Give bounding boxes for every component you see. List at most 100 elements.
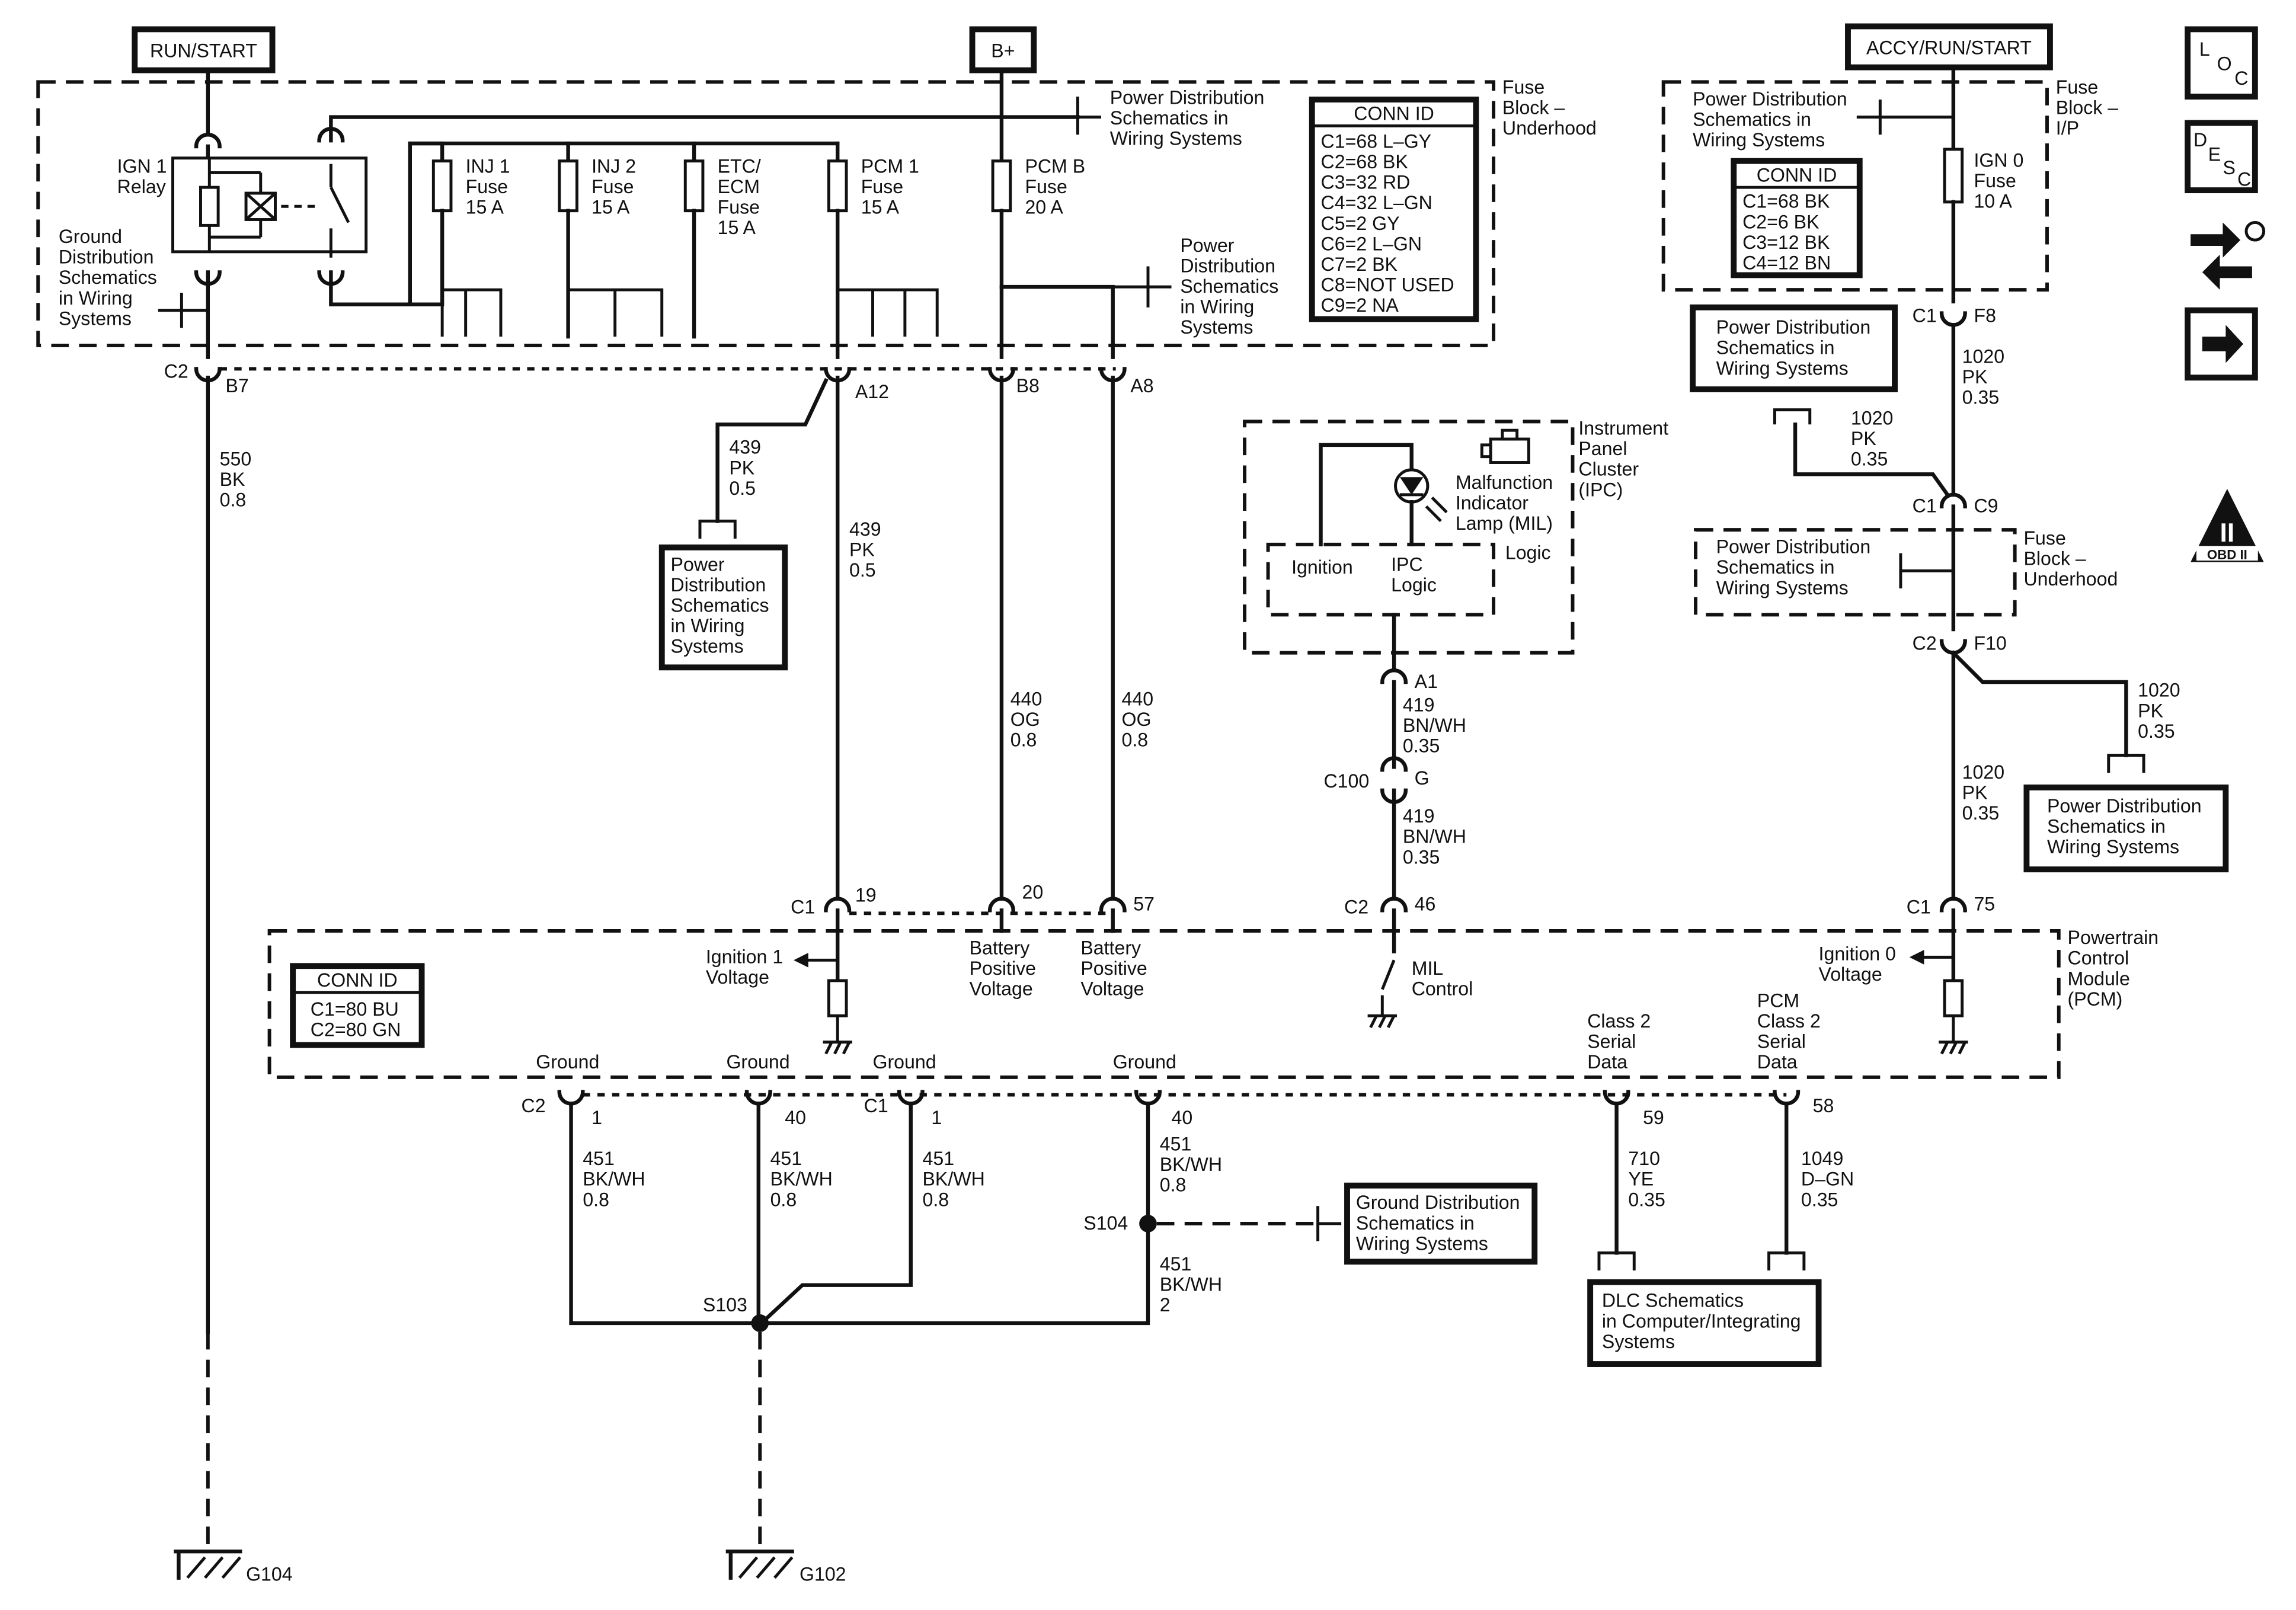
- svg-text:0.35: 0.35: [1403, 846, 1440, 868]
- svg-text:0.35: 0.35: [1962, 387, 2000, 408]
- underhood-conn-id-title: CONN ID: [1354, 103, 1434, 124]
- conn-row-4: C4=32 L–GN: [1321, 192, 1432, 213]
- ground-g102: G102: [725, 1549, 846, 1585]
- svg-text:Data: Data: [1587, 1051, 1627, 1073]
- svg-text:0.35: 0.35: [1628, 1189, 1665, 1210]
- svg-text:C1: C1: [1907, 896, 1931, 917]
- svg-text:75: 75: [1974, 893, 1995, 914]
- conn-row-3: C3=32 RD: [1321, 172, 1411, 193]
- svg-text:Systems: Systems: [1602, 1331, 1675, 1352]
- wrench-arrows-icon[interactable]: [2191, 220, 2266, 290]
- svg-text:1: 1: [591, 1107, 602, 1128]
- svg-text:Panel: Panel: [1578, 438, 1627, 459]
- w1020-bottom-label: 1020 PK 0.35: [1962, 761, 2004, 824]
- accy-run-start-source: ACCY/RUN/START: [1845, 23, 2053, 71]
- next-arrow-icon[interactable]: [2185, 307, 2258, 381]
- fuse-etc-1: ETC/: [718, 155, 761, 177]
- svg-text:Control: Control: [2068, 948, 2129, 969]
- pin-a12: A12: [855, 381, 889, 402]
- fuse-pcmb-2: Fuse: [1025, 176, 1067, 197]
- svg-text:451: 451: [1160, 1253, 1192, 1275]
- pcm-conn-id-table: CONN ID C1=80 BU C2=80 GN: [290, 963, 425, 1048]
- svg-text:Voltage: Voltage: [1819, 964, 1882, 985]
- fuse-inj2: INJ 2 Fuse 15 A: [558, 141, 664, 339]
- svg-text:Power Distribution: Power Distribution: [2047, 795, 2202, 817]
- svg-text:40: 40: [1172, 1107, 1193, 1128]
- svg-text:Powertrain: Powertrain: [2068, 927, 2159, 948]
- s103-label: S103: [703, 1294, 747, 1315]
- power-dist-right-2: Distribution: [1180, 255, 1275, 276]
- s104-label: S104: [1083, 1212, 1128, 1234]
- svg-text:419: 419: [1403, 694, 1435, 715]
- relay-coil: [199, 185, 220, 227]
- svg-text:Battery: Battery: [970, 937, 1030, 958]
- svg-text:0.35: 0.35: [1851, 448, 1888, 469]
- svg-text:0.35: 0.35: [1801, 1189, 1838, 1210]
- svg-text:Logic: Logic: [1391, 574, 1437, 596]
- loc-icon[interactable]: L O C: [2185, 26, 2258, 100]
- run-start-label: RUN/START: [150, 40, 257, 61]
- pin-a8: A8: [1130, 375, 1153, 396]
- power-dist-right-1: Power: [1180, 235, 1234, 256]
- svg-text:PK: PK: [849, 539, 875, 561]
- svg-text:MIL: MIL: [1412, 958, 1444, 979]
- fuse-pcm1-2: Fuse: [861, 176, 903, 197]
- svg-text:Ground: Ground: [873, 1051, 936, 1073]
- ipc-pin-a1: A1: [1415, 671, 1438, 692]
- svg-text:Fuse: Fuse: [2056, 76, 2098, 98]
- ground-dist-5: Systems: [59, 308, 132, 329]
- svg-text:46: 46: [1415, 893, 1436, 914]
- svg-text:57: 57: [1133, 893, 1155, 914]
- svg-text:(PCM): (PCM): [2068, 988, 2123, 1010]
- svg-text:Power Distribution: Power Distribution: [1716, 316, 1871, 338]
- svg-text:1020: 1020: [1962, 346, 2004, 367]
- svg-text:S: S: [2223, 157, 2235, 178]
- svg-text:BK/WH: BK/WH: [1160, 1154, 1222, 1175]
- fuse-pcmb-1: PCM B: [1025, 155, 1085, 177]
- fuse-inj1: INJ 1 Fuse 15 A: [431, 141, 510, 337]
- ground-g104: G104: [174, 1549, 293, 1585]
- svg-text:O: O: [2217, 53, 2232, 75]
- fuse-block-underhood-label-3: Underhood: [1502, 117, 1597, 139]
- svg-text:Ground Distribution: Ground Distribution: [1356, 1192, 1520, 1213]
- svg-text:0.8: 0.8: [220, 489, 247, 511]
- ground-dist-3: Schematics: [59, 267, 157, 288]
- svg-text:710: 710: [1628, 1148, 1660, 1169]
- desc-icon[interactable]: D E S C: [2185, 120, 2258, 194]
- conn-row-9: C9=2 NA: [1321, 295, 1399, 316]
- svg-text:PK: PK: [2138, 700, 2163, 721]
- w550-label: 550 BK 0.8: [220, 448, 252, 510]
- ipc-a1-terminal: [1380, 668, 1408, 684]
- w451-3-label: 451 BK/WH 0.8: [923, 1148, 985, 1210]
- ground-dist-s104-ref: Ground Distribution Schematics in Wiring…: [1344, 1182, 1538, 1265]
- svg-text:Schematics in: Schematics in: [1716, 337, 1835, 359]
- svg-text:Voltage: Voltage: [1080, 978, 1144, 1000]
- svg-text:Wiring Systems: Wiring Systems: [1693, 129, 1825, 151]
- svg-text:Ignition: Ignition: [1291, 556, 1353, 578]
- svg-text:Serial: Serial: [1587, 1031, 1636, 1052]
- svg-text:40: 40: [785, 1107, 806, 1128]
- svg-text:Fuse: Fuse: [2023, 527, 2065, 549]
- ground-dist-1: Ground: [59, 226, 122, 247]
- svg-text:C2=80 GN: C2=80 GN: [311, 1019, 401, 1041]
- g104-label: G104: [246, 1564, 293, 1585]
- svg-text:0.8: 0.8: [770, 1189, 797, 1210]
- svg-text:0.35: 0.35: [1962, 802, 2000, 824]
- fuse-inj2-1: INJ 2: [591, 155, 636, 177]
- w1020-branch-label: 1020 PK 0.35: [1851, 407, 1893, 469]
- svg-text:BK/WH: BK/WH: [770, 1169, 833, 1190]
- svg-text:C4=12 BN: C4=12 BN: [1742, 252, 1831, 273]
- svg-text:G: G: [1415, 767, 1430, 789]
- fuse-inj1-3: 15 A: [466, 197, 504, 218]
- w439-branch-label: 439 PK 0.5: [729, 437, 761, 499]
- svg-text:F8: F8: [1974, 305, 1996, 326]
- fuse-etc-4: 15 A: [718, 217, 756, 238]
- splice-s103: [751, 1314, 769, 1332]
- svg-text:10 A: 10 A: [1974, 191, 2012, 212]
- relay-top-terminal: [194, 133, 222, 149]
- ipc-logic-box: Logic Ignition IPC Logic: [1266, 542, 1551, 617]
- fuse-pcm-b: PCM B Fuse 20 A: [991, 68, 1172, 359]
- power-dist-top-2: Schematics in: [1110, 107, 1229, 129]
- svg-text:C9: C9: [1974, 495, 1998, 517]
